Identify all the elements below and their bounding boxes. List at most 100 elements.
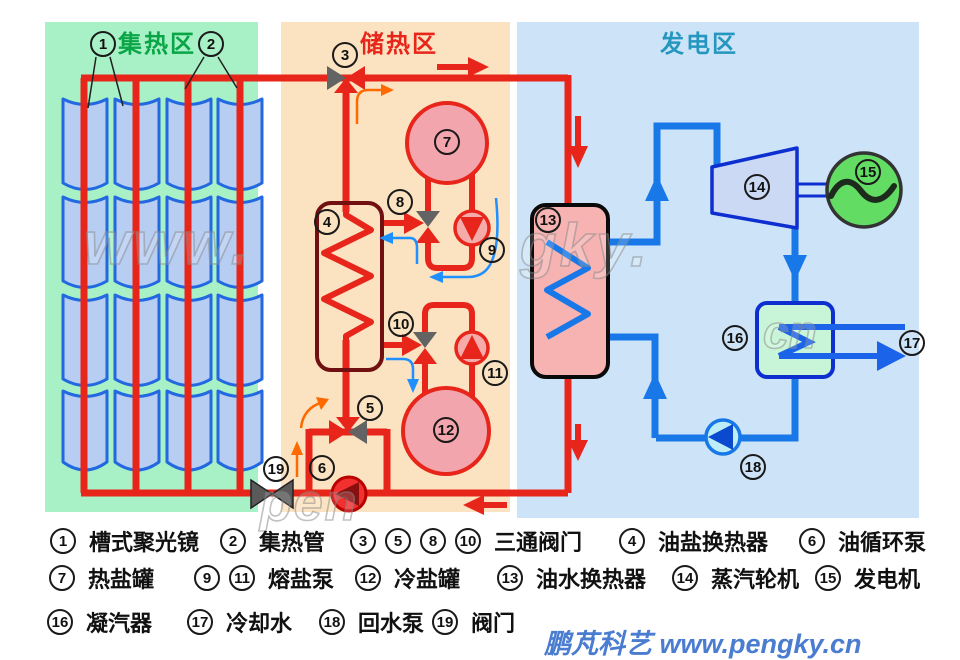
flow-arrow-down-to-13 (568, 116, 588, 168)
badge-pump-6: 6 (309, 455, 335, 481)
legend-valve: 19 阀门 (432, 608, 515, 636)
badge-mirror: 1 (90, 31, 116, 57)
legend-label-turbine: 蒸汽轮机 (711, 567, 800, 592)
feedwater-up-arrow (643, 373, 667, 399)
three-way-valve-8 (416, 211, 440, 243)
ghost-pen: pen (258, 474, 358, 532)
discharge-arrow-valve8 (379, 232, 419, 264)
badge-hot-tank-7: 7 (434, 129, 460, 155)
badge-valve-5: 5 (357, 395, 383, 421)
pump9-impeller-icon (460, 217, 484, 241)
legend-label-salt-pump: 熔盐泵 (268, 567, 335, 592)
badge-pump-9: 9 (479, 237, 505, 263)
ghost-watermarks: www. gky. pen cn (83, 209, 817, 533)
turbine-shaft (797, 182, 828, 198)
legend-label-mirror: 槽式聚光镜 (89, 530, 200, 555)
three-way-valve-3 (327, 66, 365, 93)
charge-mode-arrows (291, 84, 394, 477)
legend-turbine: 14 蒸汽轮机 (672, 564, 799, 592)
pump6-impeller-icon (335, 482, 359, 506)
legend-label-return-pump: 回水泵 (358, 611, 425, 636)
legend-oil-pump: 6 油循环泵 (799, 527, 926, 555)
legend-label-cold-tank: 冷盐罐 (394, 567, 461, 592)
badge-exchanger-4: 4 (314, 209, 340, 235)
brand-watermark: 鹏芃科艺 www.pengky.cn (544, 629, 862, 659)
charge-arrow-valve3 (355, 84, 394, 124)
badge-cold-tank-12: 12 (433, 417, 459, 443)
badge-exchanger-13: 13 (535, 207, 561, 233)
pump18-impeller-icon (708, 424, 733, 450)
three-way-valve-10 (413, 332, 437, 364)
generator-sine-icon (828, 178, 897, 203)
salt-pipes (382, 171, 475, 398)
valve8-pump9-loop (425, 240, 475, 271)
oil-salt-exchanger-outline (315, 201, 384, 372)
discharge-arrow-valve10 (386, 357, 419, 393)
legend-cold-tank: 12 冷盐罐 (355, 564, 460, 592)
legend-condenser: 16 凝汽器 (47, 608, 152, 636)
legend-label-oil-water-exchanger: 油水换热器 (536, 567, 647, 592)
legend-num-2: 2 (220, 528, 246, 554)
legend-salt-pumps: 9 11 熔盐泵 (194, 564, 334, 592)
legend-num-5: 5 (385, 528, 411, 554)
legend-num-13: 13 (497, 565, 523, 591)
legend-num-6: 6 (799, 528, 825, 554)
legend-hot-tank: 7 热盐罐 (49, 564, 154, 592)
three-way-valve-5 (329, 417, 367, 444)
return-water-pump (704, 418, 742, 456)
legend-num-14: 14 (672, 565, 698, 591)
legend-collector-tube: 2 集热管 (220, 527, 325, 555)
legend-label-generator: 发电机 (854, 567, 921, 592)
pump11-impeller-icon (460, 335, 484, 359)
legend-num-18: 18 (319, 609, 345, 635)
exhaust-down-arrow (783, 255, 807, 281)
oil-water-exchanger-coil (544, 239, 591, 340)
charge-arrow-pump6 (291, 441, 303, 477)
oil-circulation-pump (330, 475, 368, 513)
legend-num-12: 12 (355, 565, 381, 591)
molten-salt-pump-11 (454, 330, 490, 366)
legend-three-way-valves: 3 5 8 10 三通阀门 (350, 527, 582, 555)
arrow-into-valve10 (402, 334, 422, 356)
legend-num-3: 3 (350, 528, 376, 554)
badge-pump-11: 11 (482, 360, 508, 386)
storage-zone-title: 储热区 (360, 31, 438, 58)
legend-num-10: 10 (455, 528, 481, 554)
legend-cooling-water: 17 冷却水 (187, 608, 292, 636)
mirror-col-2 (113, 97, 161, 472)
legend-label-cooling-water: 冷却水 (226, 611, 293, 636)
legend-num-16: 16 (47, 609, 73, 635)
legend-num-11: 11 (229, 565, 255, 591)
badge-turbine-14: 14 (744, 174, 770, 200)
badge-condenser-16: 16 (722, 325, 748, 351)
generation-zone-title: 发电区 (660, 31, 738, 58)
ghost-www: www. (84, 210, 250, 277)
legend-num-7: 7 (49, 565, 75, 591)
legend-num-4: 4 (619, 528, 645, 554)
oil-salt-exchanger-coil (321, 208, 374, 344)
charge-arrow-valve5 (299, 397, 329, 429)
legend-label-oil-pump: 油循环泵 (838, 530, 927, 555)
cooling-water-out-arrow (877, 341, 906, 371)
legend-label-valve: 阀门 (471, 611, 516, 636)
legend-num-15: 15 (815, 565, 841, 591)
legend-num-17: 17 (187, 609, 213, 635)
mirror-col-1 (61, 97, 109, 472)
hot-flow-arrows (437, 57, 588, 515)
cold-flow-arrows (643, 175, 807, 399)
legend-return-pump: 18 回水泵 (319, 608, 424, 636)
label-leader-lines (87, 56, 238, 109)
badge-generator-15: 15 (855, 159, 881, 185)
arrow-into-valve8 (404, 212, 424, 234)
flow-arrow-top-right (437, 57, 489, 77)
flow-arrow-down-from-13 (568, 424, 588, 461)
condensate-line (656, 375, 799, 442)
badge-valve-8: 8 (387, 189, 413, 215)
badge-pump-18: 18 (740, 454, 766, 480)
badge-valve-19: 19 (263, 456, 289, 482)
collection-zone-title: 集热区 (118, 31, 196, 58)
badge-valve-3: 3 (332, 42, 358, 68)
legend-oil-salt-exchanger: 4 油盐换热器 (619, 527, 768, 555)
